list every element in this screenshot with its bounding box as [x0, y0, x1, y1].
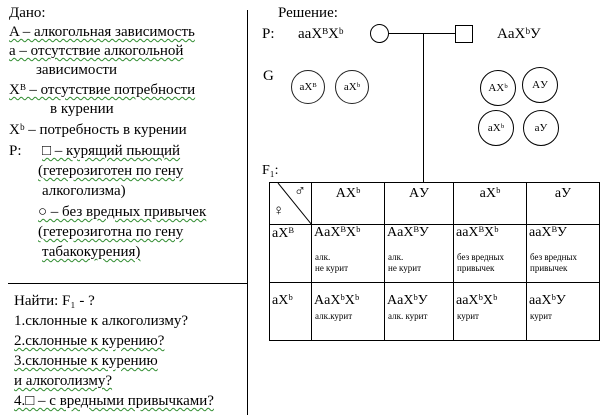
question-1: 1.склонные к алкоголизму?: [14, 313, 189, 329]
offspring-cell: aaXᴮУ без вредных привычек: [526, 224, 600, 283]
female-gamete-1: aXᴮ: [291, 70, 325, 104]
male-genotype: AaXᵇУ: [497, 26, 541, 42]
given-P-male-line2: (гетерозиготен по гену: [38, 163, 184, 179]
given-Xb: Xᵇ – потребность в курении: [9, 122, 187, 138]
question-3-line2: и алкоголизму?: [14, 373, 113, 389]
given-A: A – алкогольная зависимость: [9, 24, 195, 40]
male-gamete-1: AXᵇ: [480, 70, 516, 106]
offspring-cell: aaXᵇУ курит: [526, 282, 600, 341]
offspring-cell: AaXᵇXᵇ алк.курит: [311, 282, 385, 341]
offspring-cell: AaXᴮXᵇ алк. не курит: [311, 224, 385, 283]
given-P-male-line1: □ – курящий пьющий: [42, 143, 181, 159]
offspring-cell: AaXᵇУ алк. курит: [384, 282, 454, 341]
question-4: 4.□ – с вредными привычками?: [14, 393, 214, 409]
horizontal-divider: [8, 283, 248, 284]
offspring-cell: AaXᴮУ алк. не курит: [384, 224, 454, 283]
male-gamete-3: aXᵇ: [478, 110, 514, 146]
row-header: aXᵇ: [269, 282, 312, 341]
given-P-label: P:: [9, 143, 22, 159]
punnett-square: ♂ ♀ AXᵇ AУ aXᵇ aУ aXᴮ AaXᴮXᵇ алк. не кур…: [269, 182, 600, 341]
male-gender-icon: ♂: [294, 183, 306, 200]
question-3-line1: 3.склонные к курению: [14, 353, 158, 369]
given-P-female-line1: ○ – без вредных привычек: [38, 204, 207, 220]
vertical-divider: [247, 10, 248, 415]
solution-title: Решение:: [278, 5, 338, 21]
given-title: Дано:: [9, 5, 46, 21]
col-header: aУ: [526, 182, 600, 225]
male-symbol-icon: [455, 25, 473, 43]
female-genotype: aaXᴮXᵇ: [298, 26, 344, 42]
offspring-cell: aaXᴮXᵇ без вредных привычек: [453, 224, 527, 283]
female-gender-icon: ♀: [273, 203, 285, 219]
offspring-cell: aaXᵇXᵇ курит: [453, 282, 527, 341]
corner-cell: ♂ ♀: [269, 182, 312, 225]
cross-line: [389, 33, 455, 34]
given-XB-line1: Xᴮ – отсутствие потребности: [9, 82, 196, 98]
gametes-label: G: [263, 68, 274, 84]
male-gamete-4: aУ: [523, 110, 559, 146]
col-header: aXᵇ: [453, 182, 527, 225]
corner-diagonal: [277, 183, 312, 225]
given-XB-line2: в курении: [50, 101, 114, 117]
female-gamete-2: aXᵇ: [335, 70, 369, 104]
given-a-line1: а – отсутствие алкогольной: [9, 43, 184, 59]
row-header: aXᴮ: [269, 224, 312, 283]
col-header: AУ: [384, 182, 454, 225]
given-P-female-line2: (гетерозиготна по гену: [38, 224, 184, 240]
question-2: 2.склонные к курению?: [14, 333, 165, 349]
given-P-male-line3: алкоголизма): [42, 183, 126, 199]
male-gamete-2: AУ: [522, 67, 558, 103]
cross-line-drop: [423, 34, 424, 182]
F1-label: F₁:: [262, 163, 279, 178]
solution-P-label: P:: [262, 26, 275, 42]
female-symbol-icon: [370, 24, 389, 43]
find-title: Найти: F₁ - ?: [14, 293, 95, 309]
col-header: AXᵇ: [311, 182, 385, 225]
given-P-female-line3: табакокурения): [42, 244, 141, 260]
given-a-line2: зависимости: [36, 62, 117, 78]
